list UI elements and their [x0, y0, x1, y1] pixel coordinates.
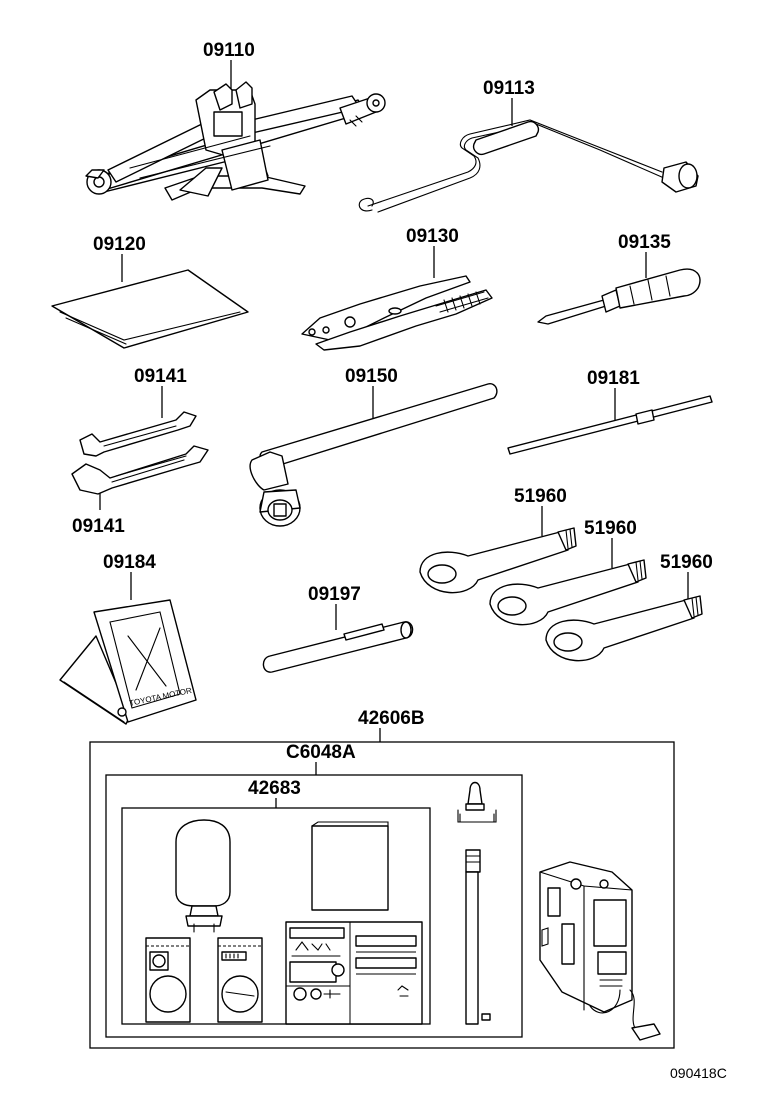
jack-handle-09113: 09113	[358, 78, 699, 213]
repair-kit-42606B: 42606B C6048A 42683	[89, 708, 675, 1049]
sealant-bottle	[175, 819, 231, 933]
label-09197: 09197	[308, 584, 361, 605]
air-compressor	[539, 861, 661, 1041]
label-09141-bottom: 09141	[72, 516, 125, 537]
label-09110: 09110	[203, 40, 255, 61]
sticker-b	[217, 937, 263, 1023]
sticker-a	[145, 937, 191, 1023]
label-09181: 09181	[587, 368, 640, 389]
instruction-sheet	[285, 921, 423, 1025]
label-42606B: 42606B	[358, 708, 425, 729]
box-42606B	[89, 741, 675, 1049]
label-09184: 09184	[103, 552, 156, 573]
screwdriver-09135: 09135	[537, 232, 701, 325]
label-51960-a: 51960	[514, 486, 567, 507]
label-09135: 09135	[618, 232, 671, 253]
rod-09181: 09181	[507, 368, 713, 455]
label-09150: 09150	[345, 366, 398, 387]
wrenches-09141: 09141 09141	[71, 366, 209, 537]
valve-core-tool	[457, 781, 497, 1025]
label-51960-b: 51960	[584, 518, 637, 539]
warning-triangle-09184: 09184 TOYOTA MOTOR	[59, 552, 197, 725]
tire-gauge-09197: 09197	[262, 584, 414, 673]
diagram-reference: 090418C	[670, 1065, 727, 1081]
pliers-09130: 09130	[301, 226, 493, 351]
label-C6048A: C6048A	[286, 742, 356, 763]
lug-wrench-09150: 09150	[249, 366, 498, 527]
box-C6048A	[105, 774, 523, 1038]
towing-eyes-51960: 51960 51960 51960	[419, 486, 713, 662]
label-09141-top: 09141	[134, 366, 187, 387]
label-51960-c: 51960	[660, 552, 713, 573]
label-09120: 09120	[93, 234, 146, 255]
box-42683	[121, 807, 431, 1025]
label-09113: 09113	[483, 78, 535, 99]
scissor-jack-09110: 09110	[85, 40, 386, 201]
tool-bag-09120: 09120	[51, 234, 249, 349]
instruction-card	[311, 825, 389, 911]
label-09130: 09130	[406, 226, 459, 247]
label-42683: 42683	[248, 778, 301, 799]
